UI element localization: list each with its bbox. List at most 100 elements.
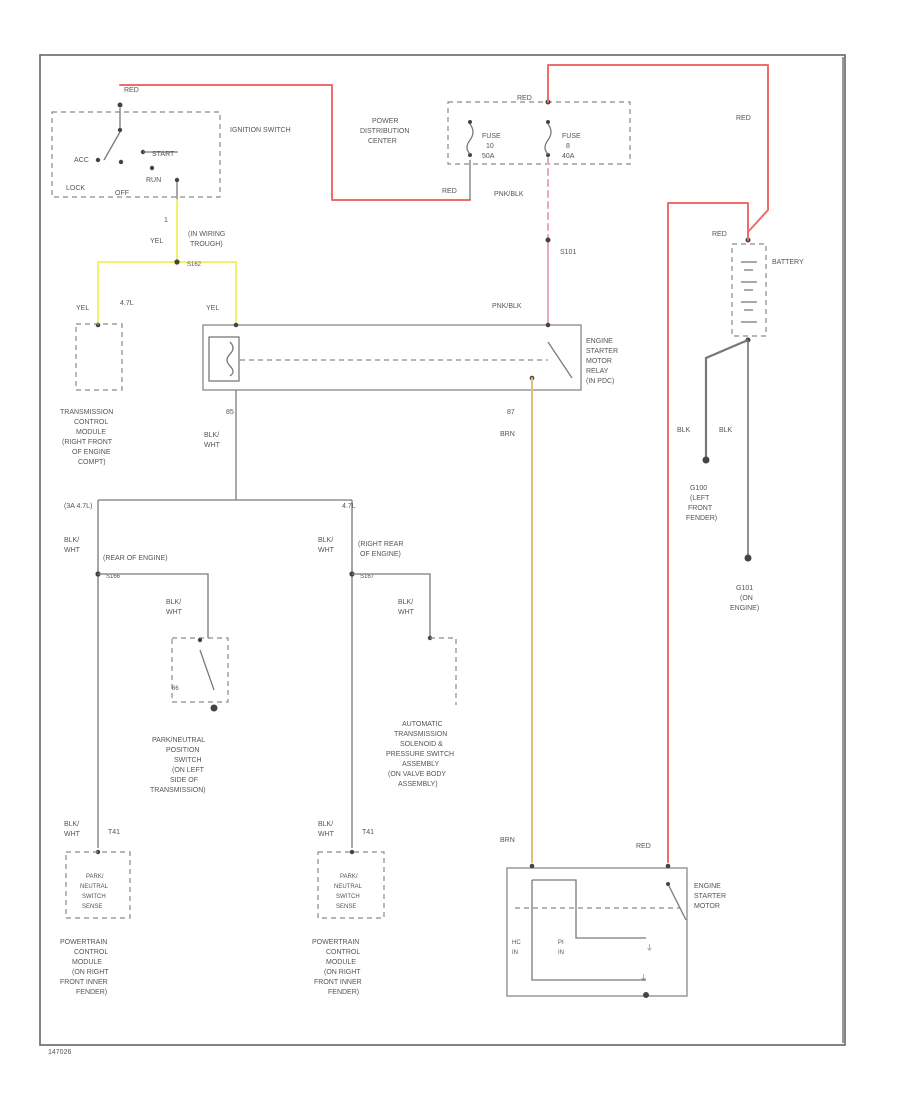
starter-ground-symbol-1: ⏚ — [646, 944, 653, 952]
wire-label-yel-2: YEL — [76, 305, 89, 312]
ign-start-label: START — [152, 151, 175, 158]
pcm1-pin-t41: T41 — [108, 829, 120, 836]
power-distribution-center: POWER DISTRIBUTION CENTER FUSE 10 50A FU… — [360, 95, 631, 165]
wire-label-red-bat-top: RED — [712, 231, 727, 238]
ignition-switch: ACC LOCK OFF RUN START IGNITION SWITCH — [51, 102, 291, 200]
wire-label-yel-1: YEL — [150, 238, 163, 245]
ats-l5: ASSEMBLY — [402, 761, 440, 768]
wire-label-yel-3: YEL — [206, 305, 219, 312]
pcm1-inner-3: SWITCH — [82, 894, 106, 900]
ats-l1: AUTOMATIC — [402, 721, 443, 728]
starter-l2: STARTER — [694, 893, 726, 900]
wire-red-battery-pdc — [547, 64, 769, 233]
pcm2-l3: MODULE — [326, 959, 356, 966]
pcm2-l5: FRONT INNER — [314, 979, 362, 986]
fuse-10-symbol — [466, 123, 474, 155]
starter-pi-2: IN — [558, 950, 564, 956]
pcm2-inner-1: PARK/ — [340, 874, 358, 880]
wire-label-blkwht-l1: BLK/ — [64, 537, 79, 544]
wire-label-pnkblk-1: PNK/BLK — [494, 191, 524, 198]
tcm-l5: OF ENGINE — [72, 449, 111, 456]
wire-label-red-pdc-top: RED — [517, 95, 532, 102]
automatic-transmission-solenoid: AUTOMATIC TRANSMISSION SOLENOID & PRESSU… — [386, 635, 457, 788]
fuse-8-symbol — [544, 123, 552, 155]
wire-label-blkwht-pcm2a: BLK/ — [318, 821, 333, 828]
tcm-l4: (RIGHT FRONT — [62, 439, 113, 446]
tcm-box — [75, 323, 123, 391]
splice-s162-label: S162 — [187, 262, 202, 268]
wire-label-blk-1: BLK — [677, 427, 691, 434]
relay-pin-87: 87 — [507, 409, 515, 416]
ats-l2: TRANSMISSION — [394, 731, 447, 738]
right-rear-l1: (RIGHT REAR — [358, 541, 403, 548]
pdc-label-1: POWER — [372, 118, 398, 125]
wire-label-blk-2: BLK — [719, 427, 733, 434]
engine-starter-motor-relay: ENGINE STARTER MOTOR RELAY (IN PDC) 85 8… — [202, 322, 618, 416]
park-neutral-position-switch: 86 PARK/NEUTRAL POSITION SWITCH (ON LEFT… — [150, 637, 229, 794]
relay-pin-85: 85 — [226, 409, 234, 416]
starter-l3: MOTOR — [694, 903, 720, 910]
engine-starter-motor: ⏚ ⏚ HC IN PI IN ENGINE STARTER MOTOR — [506, 863, 726, 998]
battery-label: BATTERY — [772, 259, 804, 266]
pn-switch-inner-label: 86 — [172, 686, 179, 692]
fuse8-l3: 40A — [562, 153, 575, 160]
wire-label-brn-2: BRN — [500, 837, 515, 844]
wire-label-blkwht-pcm2b: WHT — [318, 831, 335, 838]
pcm2-l4: (ON RIGHT — [324, 969, 361, 976]
wire-blkwht-pn-switch — [98, 573, 209, 638]
fuse10-l1: FUSE — [482, 133, 501, 140]
starter-l1: ENGINE — [694, 883, 721, 890]
fuse10-l3: 50A — [482, 153, 495, 160]
g100-l4: FENDER) — [686, 515, 717, 522]
wire-label-blkwht-pcm1a: BLK/ — [64, 821, 79, 828]
pcm1-l4: (ON RIGHT — [72, 969, 109, 976]
ground-g101-dot — [744, 554, 752, 562]
wire-red-battery-starter — [667, 202, 749, 863]
relay-box — [202, 324, 582, 391]
starter-hc-1: HC — [512, 940, 521, 946]
pdc-label-3: CENTER — [368, 138, 397, 145]
pn-l3: SWITCH — [174, 757, 202, 764]
pcm2-inner-2: NEUTRAL — [334, 884, 363, 890]
pcm2-pin-t41: T41 — [362, 829, 374, 836]
pn-l2: POSITION — [166, 747, 199, 754]
pcm2-l2: CONTROL — [326, 949, 360, 956]
pn-l4: (ON LEFT — [172, 767, 205, 774]
trough-l2: TROUGH) — [190, 241, 223, 248]
g100-l3: FRONT — [688, 505, 713, 512]
tcm-l6: COMPT) — [78, 459, 106, 466]
g100-l2: (LEFT — [690, 495, 710, 502]
diagram-frame — [39, 54, 846, 1046]
pn-l5: SIDE OF — [170, 777, 198, 784]
pn-switch-box — [171, 637, 229, 703]
powertrain-control-module-left: BLK/ WHT T41 PARK/ NEUTRAL SWITCH SENSE … — [60, 821, 131, 996]
wire-label-blkwht-ats2: WHT — [398, 609, 415, 616]
pcm1-inner-2: NEUTRAL — [80, 884, 109, 890]
fuse8-l1: FUSE — [562, 133, 581, 140]
ats-l3: SOLENOID & — [400, 741, 443, 748]
diagram-footer-id: 147026 — [48, 1049, 71, 1056]
wire-yellow-ign-relay — [176, 199, 237, 326]
pcm1-inner-1: PARK/ — [86, 874, 104, 880]
g100-l1: G100 — [690, 485, 707, 492]
pdc-label-2: DISTRIBUTION — [360, 128, 409, 135]
relay-l4: RELAY — [586, 368, 609, 375]
ignition-switch-box — [51, 111, 221, 198]
pcm1-l3: MODULE — [72, 959, 102, 966]
splice-s166-label: S166 — [106, 574, 121, 580]
tcm-l2: CONTROL — [74, 419, 108, 426]
wire-label-red-pdc: RED — [442, 188, 457, 195]
ign-acc-label: ACC — [74, 157, 89, 164]
pcm2-l1: POWERTRAIN — [312, 939, 359, 946]
pcm2-inner-4: SENSE — [336, 904, 356, 910]
splice-s101-label: S101 — [560, 249, 576, 256]
wire-label-blkwht-rr1: BLK/ — [318, 537, 333, 544]
tcm-l3: MODULE — [76, 429, 106, 436]
wire-blkwht-ats — [352, 573, 431, 638]
bus-label-right: 4.7L — [342, 503, 356, 510]
relay-l5: (IN PDC) — [586, 378, 614, 385]
wire-label-blkwht-l2: WHT — [64, 547, 81, 554]
fuse10-l2: 10 — [486, 143, 494, 150]
